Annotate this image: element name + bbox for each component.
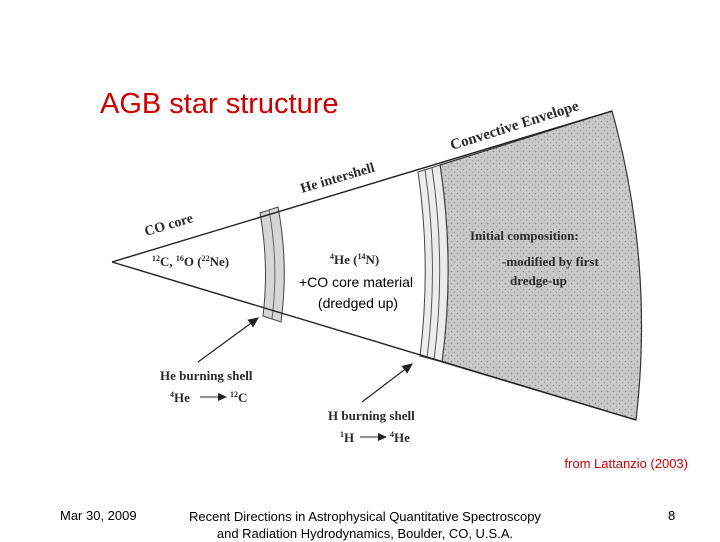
co-core-label: CO core [143,211,195,240]
wedge-top-edge [111,110,613,263]
page-number: 8 [668,508,676,523]
footer-date: Mar 30, 2009 [60,508,137,523]
slide-title: AGB star structure [100,88,339,120]
intershell-composition: 4He (14N) [330,252,379,267]
dredged-note-line-2: (dredged up) [318,295,398,311]
he-burning-shell-label: He burning shell [160,368,253,383]
dredged-note-line-1: +CO core material [299,274,413,290]
he-reaction-product: 12C [230,390,247,405]
initial-composition-label: Initial composition: [470,228,579,243]
he-shell-arrow [197,317,259,363]
modified-line-1: -modified by first [502,254,599,269]
h-shell-line-1 [424,169,433,359]
modified-line-2: dredge-up [510,273,567,288]
source-credit: from Lattanzio (2003) [564,456,688,471]
he-burning-reaction: 4He [170,390,190,405]
h-reaction-product: 4He [390,430,410,445]
h-burning-shell-label: H burning shell [328,408,415,423]
he-intershell-label: He intershell [299,161,377,197]
wedge-bottom-edge [111,261,637,421]
h-shell-arrow [361,363,413,403]
he-burning-shell-region [259,206,285,323]
footer-conference: Recent Directions in Astrophysical Quant… [160,508,570,542]
footer-line-2: and Radiation Hydrodynamics, Boulder, CO… [216,526,514,541]
h-burning-reaction: 1H [340,430,354,445]
footer-line-1: Recent Directions in Astrophysical Quant… [189,509,541,524]
h-burning-shell-region [417,164,449,363]
co-core-composition: 12C, 16O (22Ne) [152,254,229,269]
h-shell-line-2 [431,167,441,361]
